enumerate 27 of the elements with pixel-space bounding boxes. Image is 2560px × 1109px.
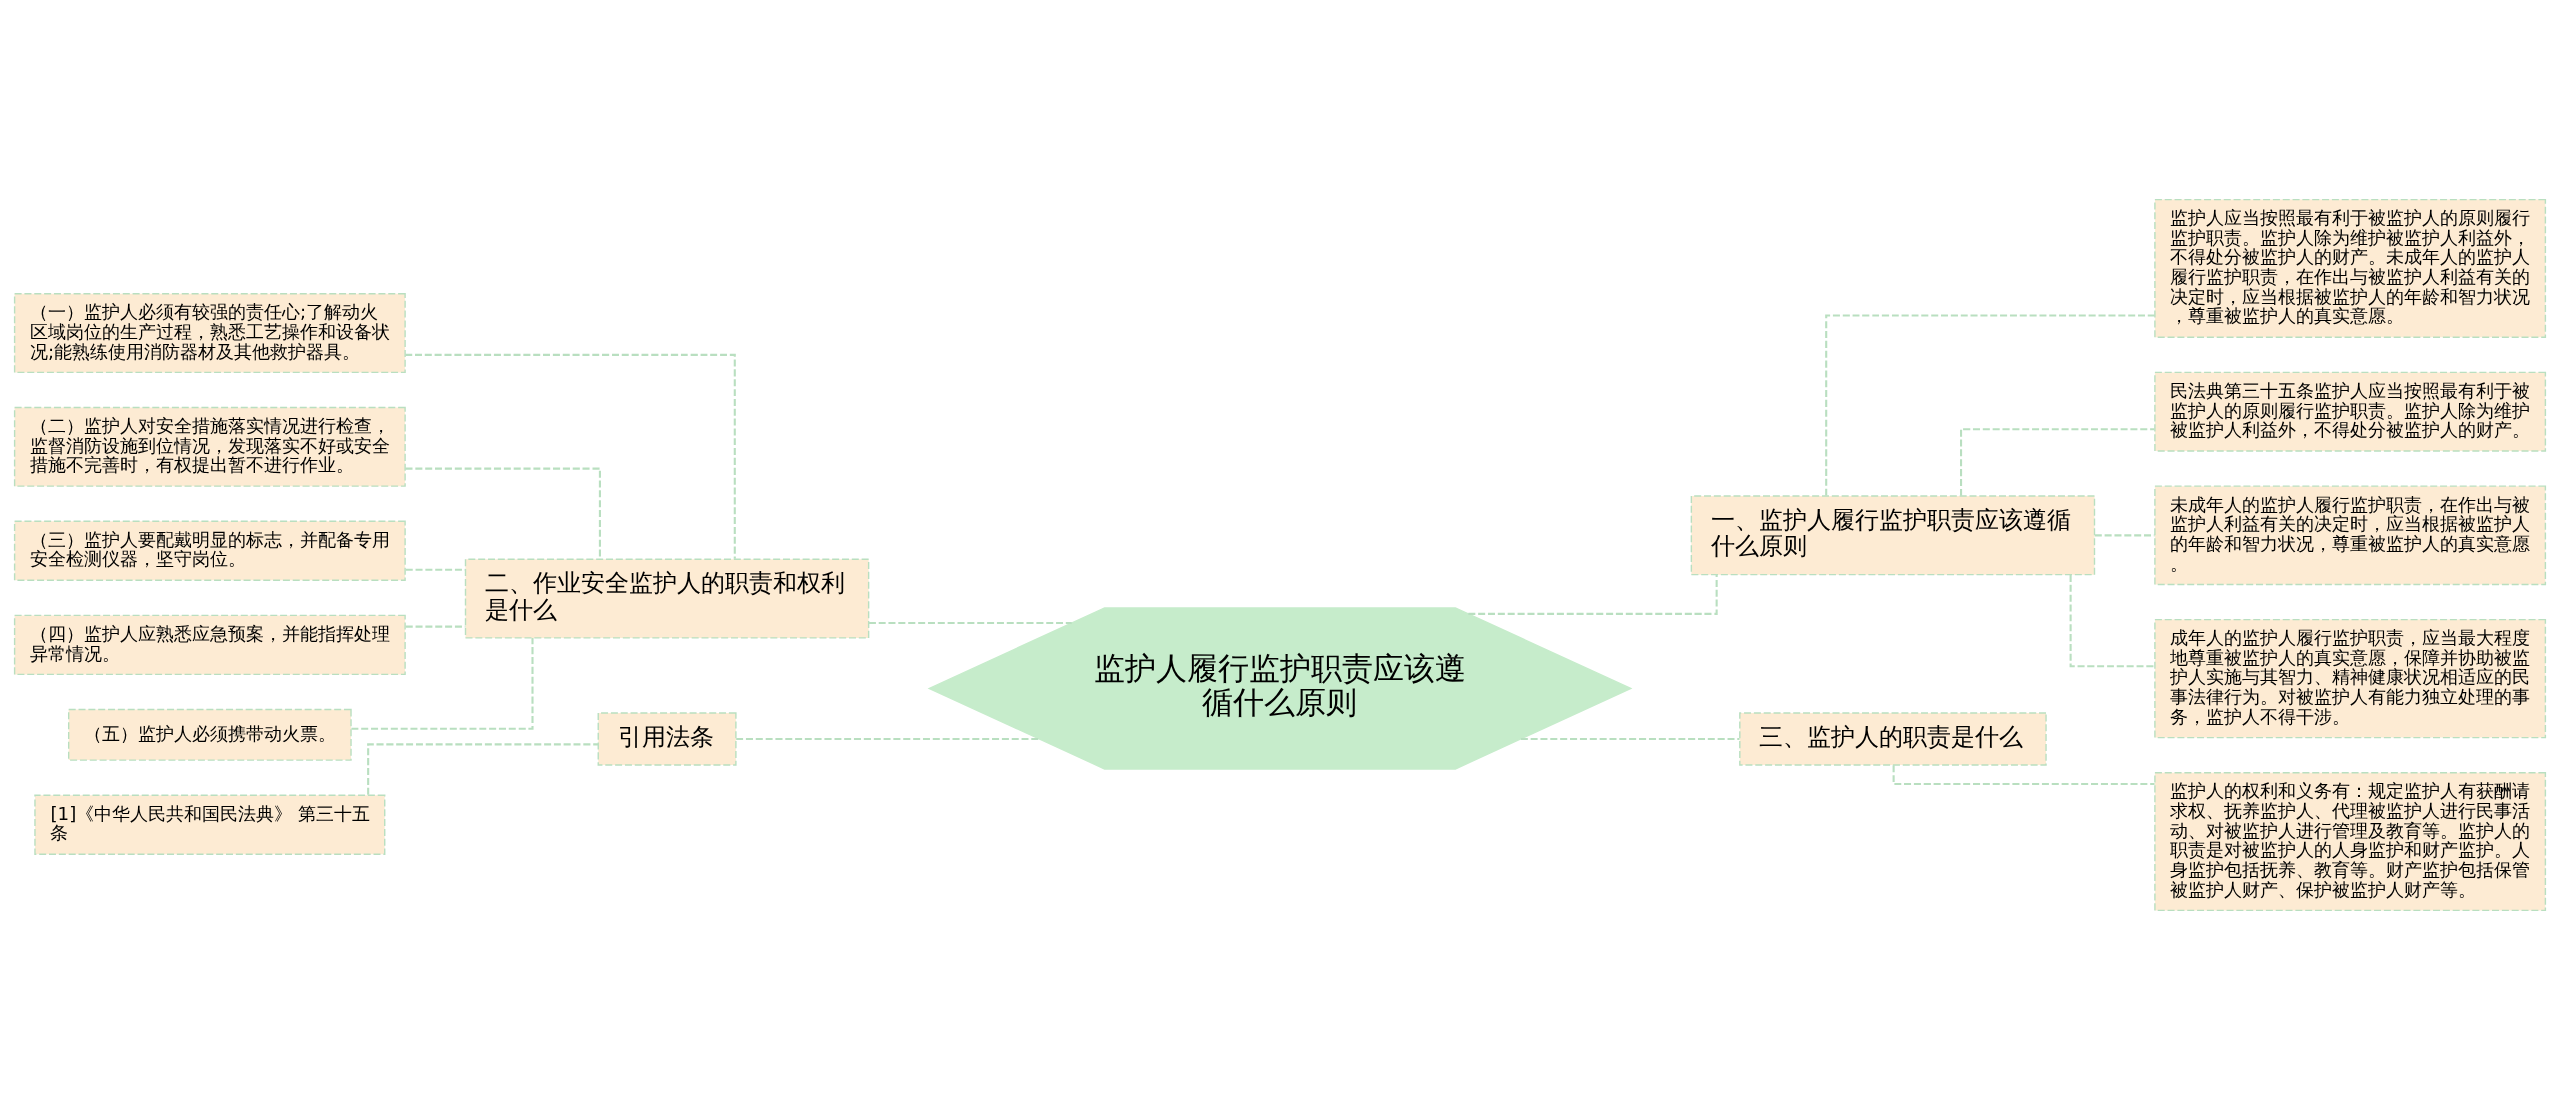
node-box: （三）监护人要配戴明显的标志，并配备专用安全检测仪器，坚守岗位。 [13, 520, 406, 581]
node-box: 监护人的权利和义务有：规定监护人有获酬请求权、抚养监护人、代理被监护人进行民事活动、对被监护人进行管理及教育等。监护人的职责是对被监护人的人身监护和财产监护。人身监护包括抚养、教育等。财产监护包括保管被监护人财产、保护被监护人财产等。 [2154, 771, 2547, 911]
node-box: 三、监护人的职责是什么 [1739, 711, 2047, 766]
node-box: 二、作业安全监护人的职责和权利是什么 [464, 558, 870, 639]
connector [1468, 574, 1718, 615]
connector [736, 737, 1040, 740]
node-box: 监护人应当按照最有利于被监护人的原则履行监护职责。监护人除为维护被监护人利益外，不得处分被监护人的财产。未成年人的监护人履行监护职责，在作出与被监护人利益有关的决定时，应当根据被监护人的年龄和智力状况，尊重被监护人的真实意愿。 [2154, 198, 2547, 338]
connector [2094, 533, 2155, 536]
node-box: [1]《中华人民共和国民法典》 第三十五条 [34, 794, 386, 855]
connector [1825, 313, 2155, 496]
connector [1520, 737, 1740, 740]
node-box: （一）监护人必须有较强的责任心;了解动火区域岗位的生产过程，熟悉工艺操作和设备状况;能熟练使用消防器材及其他救护器具。 [13, 292, 406, 373]
node-box: （二）监护人对安全措施落实情况进行检查，监督消防设施到位情况，发现落实不好或安全措施不完善时，有权提出暂不进行作业。 [13, 406, 406, 487]
connector [869, 621, 1072, 624]
node-box: 成年人的监护人履行监护职责，应当最大程度地尊重被监护人的真实意愿，保障并协助被监护人实施与其智力、精神健康状况相适应的民事法律行为。对被监护人有能力独立处理的事务，监护人不得干涉。 [2154, 618, 2547, 738]
connector [351, 637, 534, 730]
connector [2069, 574, 2155, 667]
node-box: （五）监护人必须携带动火票。 [68, 708, 352, 761]
connector [405, 467, 601, 559]
node-box: （四）监护人应熟悉应急预案，并能指挥处理异常情况。 [13, 614, 406, 675]
node-box: 民法典第三十五条监护人应当按照最有利于被监护人的原则履行监护职责。监护人除为维护被监护人利益外，不得处分被监护人的财产。 [2154, 371, 2547, 452]
connector [405, 353, 736, 559]
connector [1960, 427, 2155, 496]
node-box: 未成年人的监护人履行监护职责，在作出与被监护人利益有关的决定时，应当根据被监护人的年龄和智力状况，尊重被监护人的真实意愿。 [2154, 484, 2547, 585]
node-box: 一、监护人履行监护职责应该遵循什么原则 [1690, 494, 2096, 575]
node-box: 引用法条 [597, 711, 737, 766]
connector [367, 742, 599, 795]
